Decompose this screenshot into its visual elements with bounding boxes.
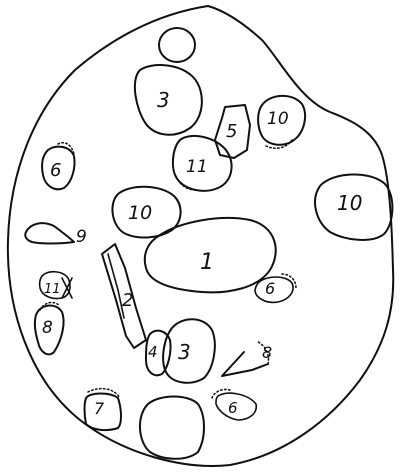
dotted-edge-11-upper (176, 176, 196, 190)
label-10-upper: 10 (267, 109, 289, 129)
unlabeled-circle-top (159, 28, 195, 62)
label-9: 9 (76, 227, 87, 247)
label-6-left: 6 (50, 160, 61, 181)
label-10-right: 10 (337, 191, 362, 215)
unlabeled-shape-bottom (140, 397, 204, 459)
label-10-center: 10 (128, 202, 152, 224)
label-3-upper: 3 (157, 88, 170, 112)
label-6-lower: 6 (228, 399, 238, 417)
label-3-lower: 3 (178, 340, 191, 364)
label-7: 7 (94, 399, 105, 418)
shape-9 (25, 223, 74, 243)
label-1: 1 (200, 250, 214, 275)
label-4: 4 (148, 343, 158, 361)
label-8-left: 8 (42, 318, 53, 338)
label-2: 2 (122, 290, 133, 311)
label-8-right: 8 (262, 343, 272, 362)
label-5: 5 (226, 121, 237, 142)
label-11-left: 11 (44, 282, 61, 297)
label-6-right: 6 (265, 279, 275, 298)
label-11-upper: 11 (186, 157, 208, 177)
